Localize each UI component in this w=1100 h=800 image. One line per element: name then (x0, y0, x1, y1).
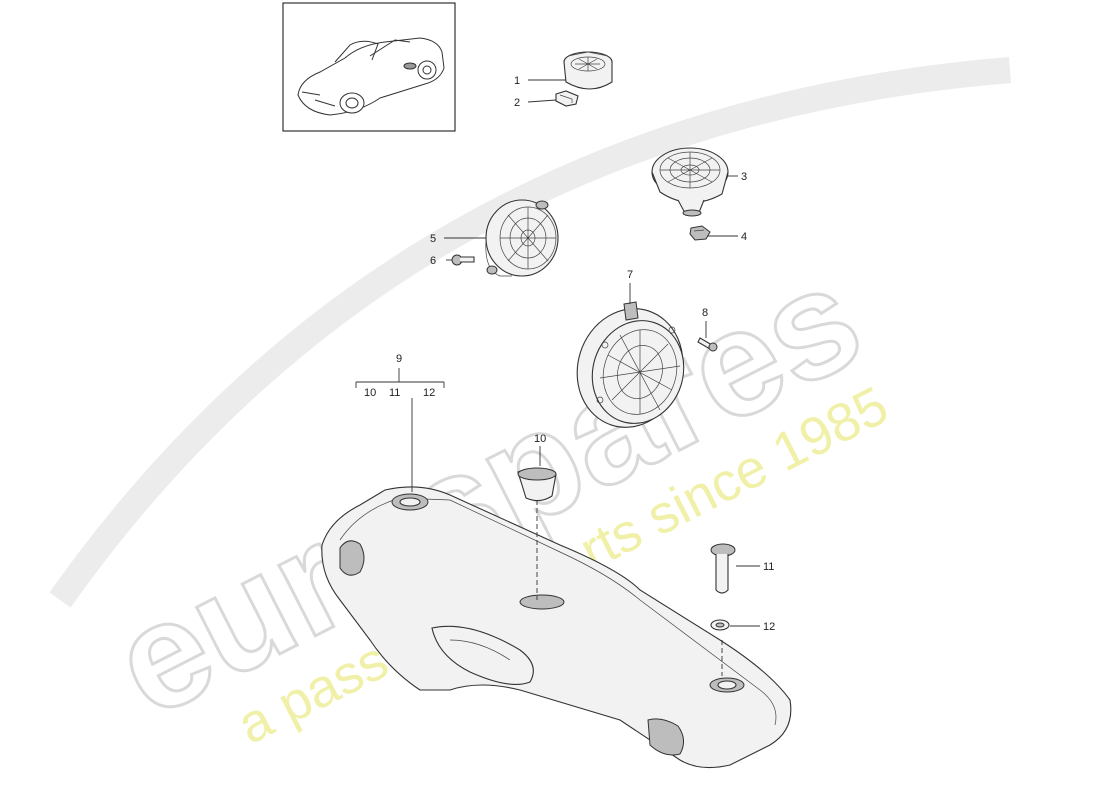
vehicle-thumbnail (282, 2, 456, 132)
callout-7: 7 (627, 269, 633, 281)
cap-part-10 (517, 467, 557, 502)
callout-2: 2 (514, 97, 520, 109)
watermark-swoosh (49, 57, 1012, 608)
callout-11: 11 (763, 561, 774, 573)
callout-8: 8 (702, 307, 708, 319)
callout-1: 1 (514, 75, 520, 87)
callout-5: 5 (430, 233, 436, 245)
nut-part-4 (689, 225, 711, 241)
callout-12: 12 (763, 621, 775, 633)
door-speaker-part (651, 147, 729, 217)
callout-9-sub-12: 12 (423, 387, 435, 399)
leader-lines (355, 79, 760, 676)
clip-part-2 (555, 90, 579, 107)
callout-labels: 1 2 3 4 5 6 7 8 9 10 11 12 10 11 12 (364, 75, 775, 633)
screw-part-11 (710, 543, 736, 594)
subwoofer-part (576, 301, 685, 428)
callout-3: 3 (741, 171, 747, 183)
callout-10: 10 (534, 433, 546, 445)
car-icon (297, 37, 445, 116)
callout-6: 6 (430, 255, 436, 267)
tweeter-part (563, 51, 613, 90)
washer-part-12 (710, 619, 730, 631)
callout-9-sub-10: 10 (364, 387, 376, 399)
callout-9-sub-11: 11 (389, 387, 400, 399)
callout-4: 4 (741, 231, 747, 243)
screw-part-6 (451, 254, 475, 266)
midrange-speaker-part (485, 199, 559, 277)
speaker-enclosure-part (321, 486, 792, 769)
callout-9: 9 (396, 353, 402, 365)
screw-part-8 (697, 337, 718, 352)
